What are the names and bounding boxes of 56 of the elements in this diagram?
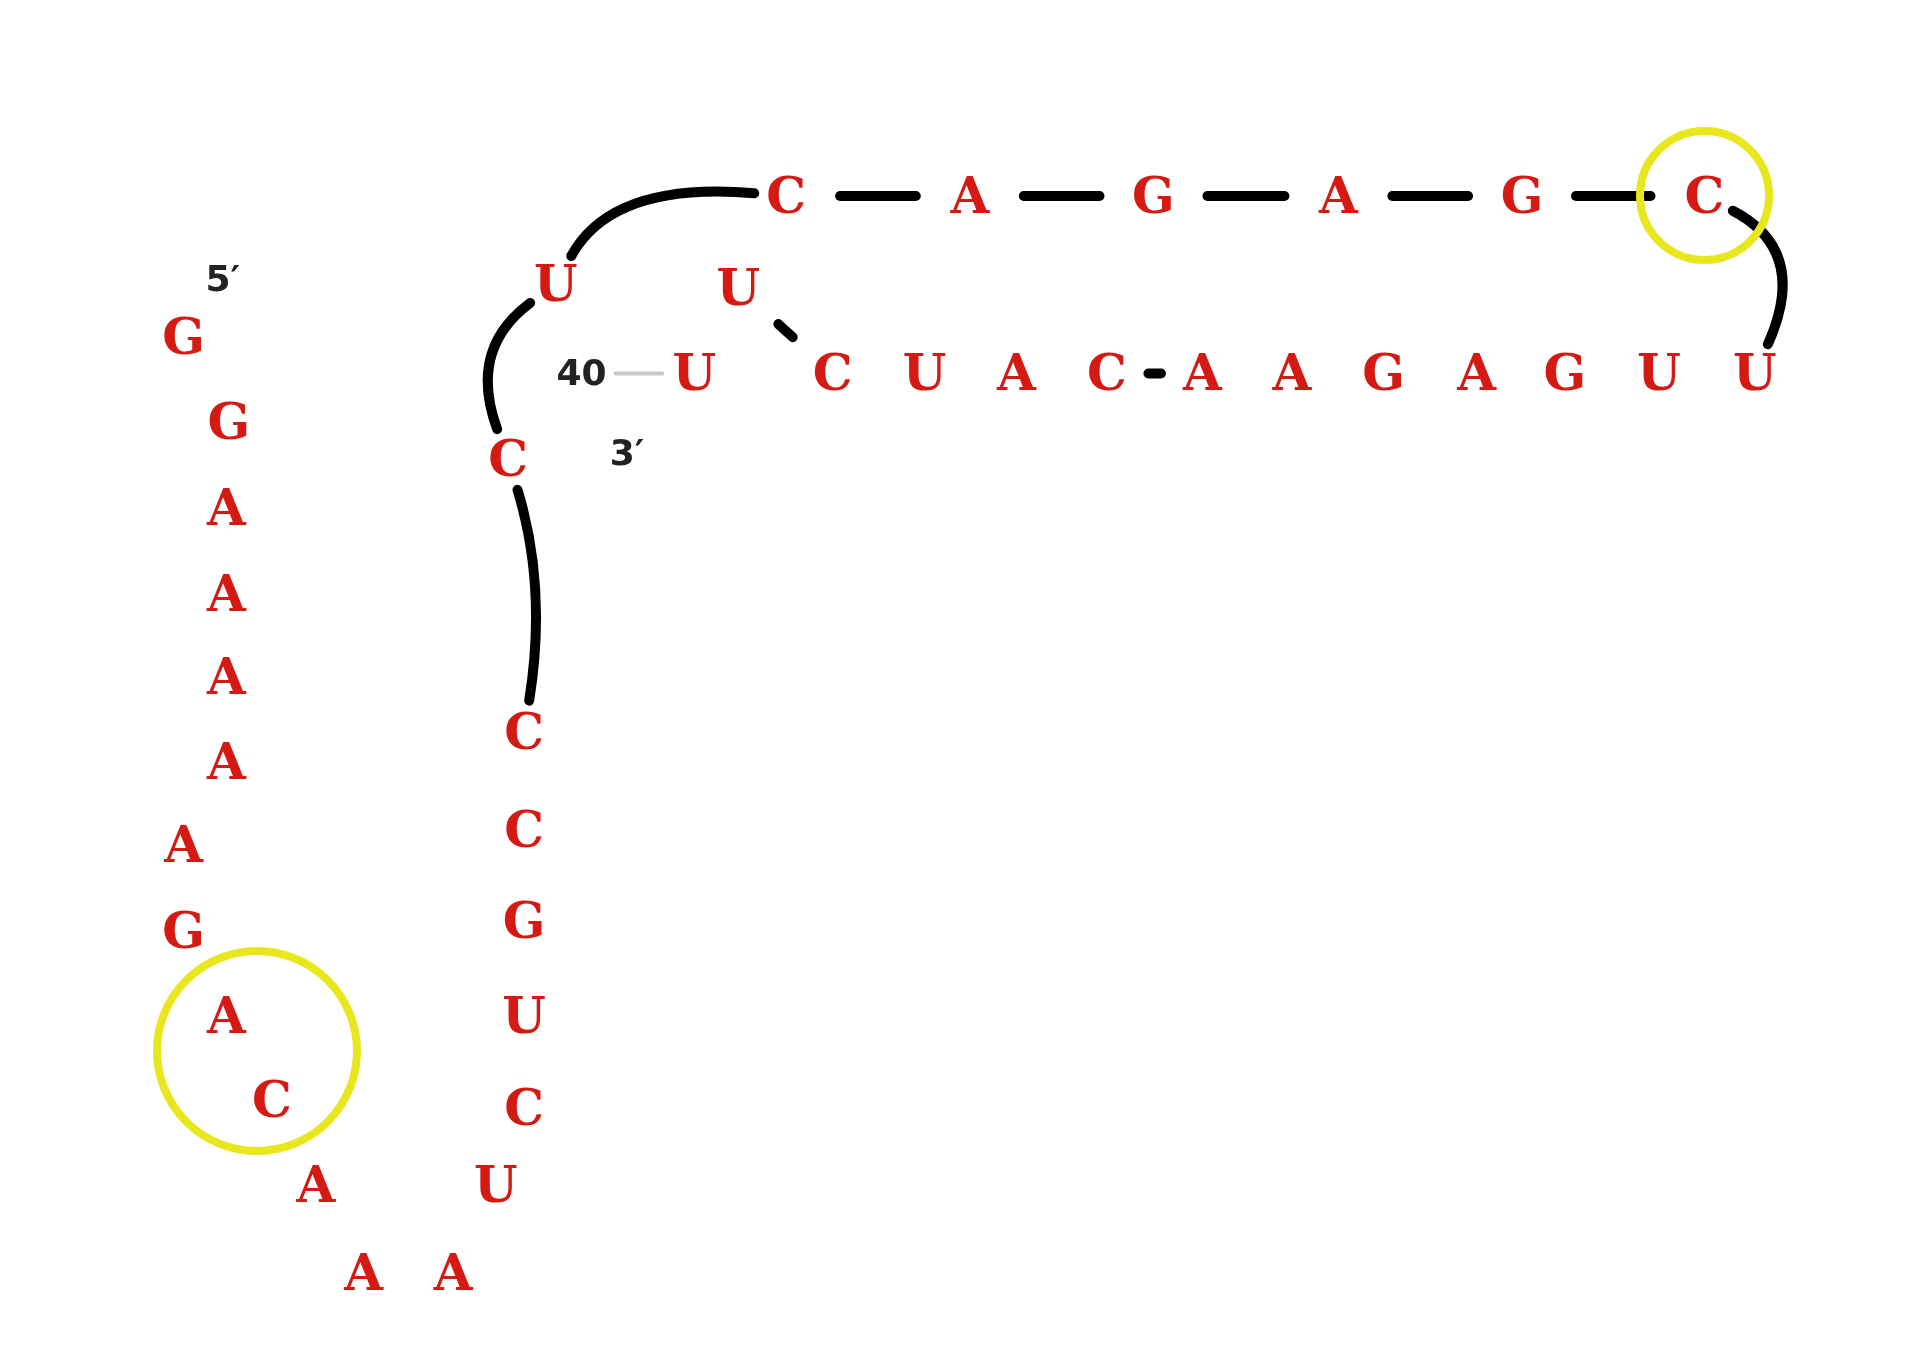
nucleotide-letter: A [1263,343,1320,404]
nucleotide-letter: U [666,343,723,404]
highlight-circle [1635,127,1774,265]
nucleotide-letter: C [480,429,537,490]
pairing-line [1727,205,1788,350]
pairing-line [512,484,541,706]
nucleotide-letter: A [1174,343,1231,404]
nucleotide-letter: U [1726,343,1783,404]
position-number: 40 [551,351,612,396]
nucleotide-letter: C [804,343,861,404]
nucleotide-letter: C [496,800,553,861]
nucleotide-letter: U [1631,343,1688,404]
nucleotide-letter: G [1494,165,1551,226]
nucleotide-letter: U [527,254,584,315]
nucleotide-letter: U [710,257,767,318]
nucleotide-letter: A [198,563,255,624]
pairing-line [1202,190,1290,201]
nucleotide-letter: A [198,647,255,708]
pairing-line [835,190,921,201]
pairing-line [482,298,536,435]
nucleotide-letter: C [496,702,553,763]
nucleotide-letter: A [198,986,255,1047]
nucleotide-letter: U [896,343,953,404]
nucleotide-letter: U [496,986,553,1047]
strand-end-label: 5′ [204,257,242,302]
nucleotide-letter: C [496,1078,553,1139]
nucleotide-letter: G [496,890,553,951]
pairing-line [1018,190,1105,201]
nucleotide-letter: G [200,392,257,453]
nucleotide-letter: C [1676,165,1733,226]
nucleotide-letter: A [198,478,255,539]
nucleotide-letter: A [1310,165,1367,226]
nucleotide-letter: G [155,900,212,961]
nucleotide-letter: A [1448,343,1505,404]
nucleotide-letter: A [941,165,998,226]
pairing-line [773,319,798,343]
nucleotide-letter: A [988,343,1045,404]
strand-end-label: 3′ [608,431,646,476]
nucleotide-letter: U [467,1155,524,1216]
nucleotide-letter: C [758,165,815,226]
nucleotide-letter: C [1078,343,1135,404]
leader-line [613,371,665,376]
nucleotide-letter: A [335,1243,392,1304]
nucleotide-letter: A [198,731,255,792]
nucleotide-letter: G [155,306,212,367]
nucleotide-letter: A [287,1155,344,1216]
nucleotide-letter: G [1125,165,1182,226]
pairing-line [1571,190,1656,201]
nucleotide-letter: A [425,1243,482,1304]
pairing-line [566,186,760,261]
pairing-line [1143,368,1166,379]
nucleotide-letter: C [243,1069,300,1130]
nucleotide-letter: G [1536,343,1593,404]
pairing-line [1387,190,1474,201]
nucleotide-letter: A [155,814,212,875]
nucleotide-letter: G [1355,343,1412,404]
